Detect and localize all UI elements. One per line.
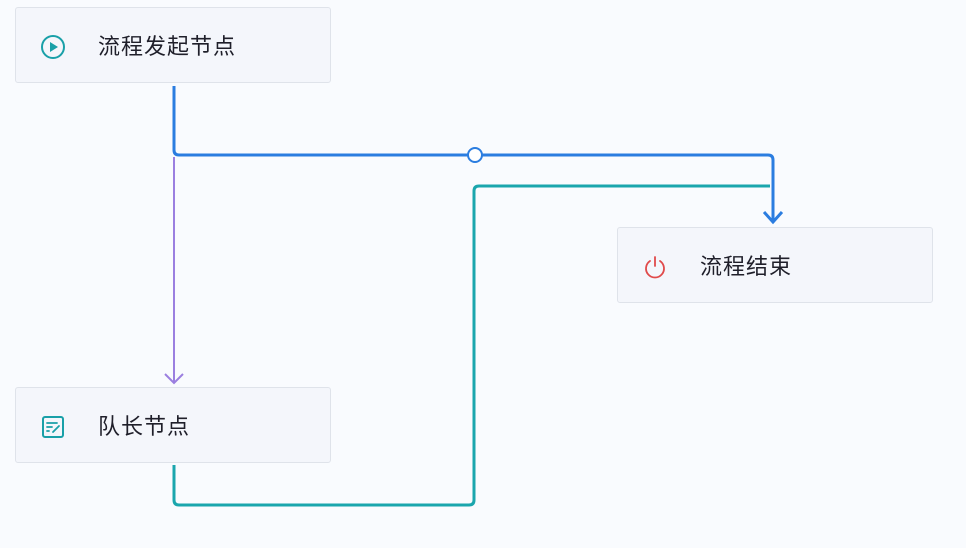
edge-add-handle[interactable] [467,147,483,163]
node-end[interactable]: 流程结束 [617,227,933,303]
edge-leader-to-end[interactable] [172,184,770,507]
edge-start-to-end-arrow-icon [762,210,784,225]
edge-start-to-leader-arrow-icon [164,373,184,385]
play-circle-icon [41,35,65,59]
form-edit-icon [42,416,64,438]
node-label: 流程结束 [700,255,793,280]
node-leader[interactable]: 队长节点 [15,387,331,463]
power-icon [645,256,665,279]
node-label: 队长节点 [98,415,191,440]
node-start[interactable]: 流程发起节点 [15,7,331,83]
node-label: 流程发起节点 [98,35,237,60]
